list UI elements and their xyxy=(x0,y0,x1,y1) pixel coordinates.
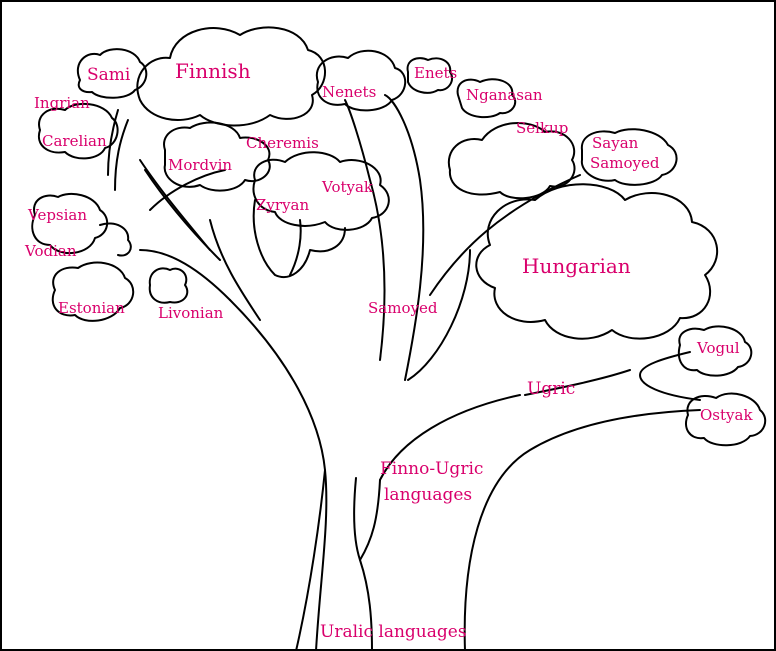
label-sayan: Sayan xyxy=(592,134,639,152)
label-cheremis: Cheremis xyxy=(246,134,319,152)
nenets-cloud xyxy=(317,51,405,111)
label-estonian: Estonian xyxy=(58,299,125,317)
label-selkup: Selkup xyxy=(516,119,568,137)
label-finno-ugric-languages: languages xyxy=(384,485,472,505)
label-livonian: Livonian xyxy=(158,304,224,322)
label-ostyak: Ostyak xyxy=(700,406,753,424)
label-zyryan: Zyryan xyxy=(256,196,309,214)
label-finno-ugric: Finno-Ugric xyxy=(380,459,483,479)
label-sayan-samoyed: Samoyed xyxy=(590,154,660,172)
label-nenets: Nenets xyxy=(322,83,376,101)
label-mordvin: Mordvin xyxy=(168,156,232,174)
label-nganasan: Nganasan xyxy=(466,86,543,104)
label-vodian: Vodian xyxy=(24,242,77,260)
language-labels: Sami Finnish Ingrian Carelian Mordvin Ch… xyxy=(24,59,753,642)
label-ugric: Ugric xyxy=(527,379,575,399)
label-vogul: Vogul xyxy=(696,339,740,357)
label-sami: Sami xyxy=(87,65,131,85)
label-vepsian: Vepsian xyxy=(27,206,87,224)
label-carelian: Carelian xyxy=(42,132,107,150)
tree-trunk xyxy=(108,95,700,651)
label-samoyed: Samoyed xyxy=(368,299,438,317)
canopy-outlines xyxy=(32,27,765,445)
label-uralic: Uralic languages xyxy=(320,622,467,642)
label-finnish: Finnish xyxy=(175,59,251,83)
label-ingrian: Ingrian xyxy=(34,94,90,112)
label-votyak: Votyak xyxy=(321,178,374,196)
label-enets: Enets xyxy=(414,64,457,82)
label-hungarian: Hungarian xyxy=(522,254,631,278)
livonian-cloud xyxy=(150,268,188,302)
